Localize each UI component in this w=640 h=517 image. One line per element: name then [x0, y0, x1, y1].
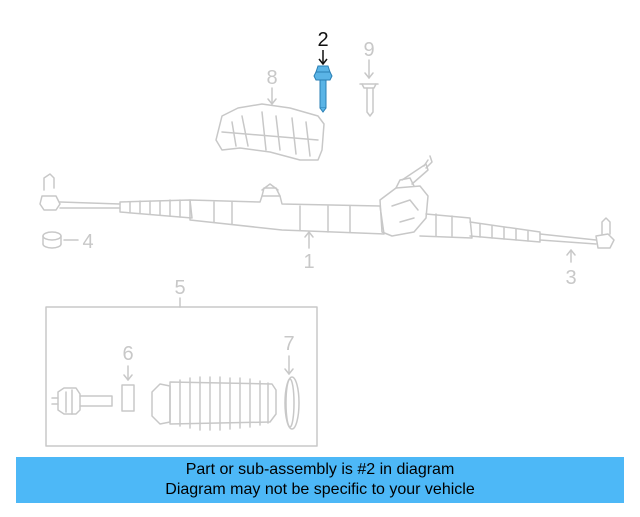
callout-8-arrowhead — [267, 98, 277, 105]
callout-2-arrowhead — [318, 58, 328, 66]
callout-9-arrowhead — [364, 72, 374, 79]
callout-3[interactable]: 3 — [565, 267, 576, 289]
part-2-bolt[interactable] — [313, 65, 333, 113]
callout-7-arrowhead — [284, 368, 294, 375]
part-8-shield[interactable] — [215, 103, 325, 161]
part-6-clamp[interactable] — [121, 384, 135, 412]
banner-line-2: Diagram may not be specific to your vehi… — [165, 481, 475, 498]
part-inner-tie-rod[interactable] — [51, 387, 113, 415]
callout-1[interactable]: 1 — [303, 251, 314, 273]
part-9-push-pin[interactable] — [359, 83, 379, 117]
callout-2[interactable]: 2 — [317, 29, 328, 51]
callout-8[interactable]: 8 — [266, 67, 277, 89]
callout-7[interactable]: 7 — [283, 333, 294, 355]
part-4-nut[interactable] — [42, 231, 62, 249]
callout-9[interactable]: 9 — [363, 39, 374, 61]
callout-5[interactable]: 5 — [174, 277, 185, 299]
banner-line-1: Part or sub-assembly is #2 in diagram — [185, 461, 455, 478]
part-5-boot-kit-box[interactable] — [45, 297, 318, 447]
callout-3-arrowhead — [566, 249, 576, 256]
part-7-ring[interactable] — [284, 376, 300, 430]
callout-4[interactable]: 4 — [82, 231, 93, 253]
callout-6[interactable]: 6 — [122, 343, 133, 365]
callout-1-arrowhead — [304, 231, 314, 238]
part-bellows-boot[interactable] — [151, 376, 277, 431]
callout-6-arrowhead — [123, 374, 133, 381]
part-1-steering-rack[interactable] — [39, 155, 615, 249]
info-banner: Part or sub-assembly is #2 in diagram Di… — [16, 457, 624, 503]
